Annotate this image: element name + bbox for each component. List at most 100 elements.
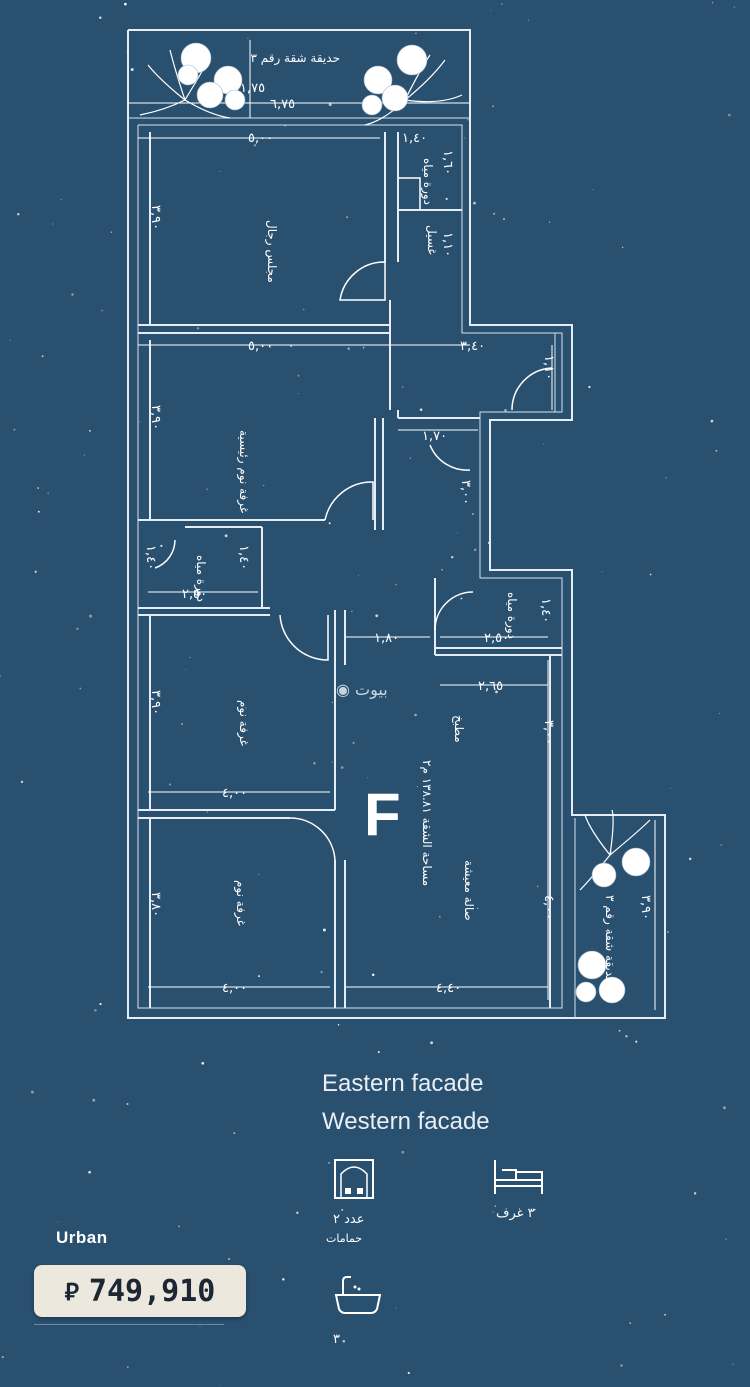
star: [290, 345, 292, 348]
star: [206, 811, 208, 813]
master-bedroom-label: غرفة نوم رئيسية: [236, 430, 251, 513]
star: [457, 532, 459, 534]
flowers-side: [575, 847, 651, 1004]
dim-hall-w: ١,٨٠: [374, 631, 399, 646]
bed-icon: [494, 1160, 543, 1194]
star: [501, 3, 503, 5]
star: [178, 1225, 180, 1228]
star: [460, 597, 463, 600]
dim-master-w: ٥,٠٠: [248, 339, 273, 354]
star: [725, 1238, 727, 1240]
star: [346, 216, 349, 219]
star: [196, 327, 200, 330]
star: [342, 1339, 346, 1343]
star: [220, 1384, 222, 1386]
star: [199, 1326, 201, 1328]
star: [94, 1009, 97, 1012]
star: [492, 1211, 494, 1213]
star: [377, 1051, 380, 1054]
star: [328, 522, 331, 525]
star: [168, 783, 172, 786]
kitchen-label: مطبخ: [452, 715, 466, 743]
star: [47, 492, 49, 494]
star: [320, 970, 323, 974]
star: [233, 1132, 236, 1135]
dim-majlis-w: ٥,٠٠: [248, 131, 273, 146]
bathtub-icon: [334, 1276, 382, 1314]
star: [328, 103, 332, 107]
window-plant-icon: [334, 1159, 374, 1199]
star: [502, 218, 506, 221]
dim-laundry-h: ١,١٠: [440, 232, 455, 257]
star: [126, 1366, 129, 1368]
dim-bath-small-h: ١,٤٠: [143, 545, 158, 570]
star: [351, 610, 353, 613]
star: [592, 188, 594, 191]
star: [41, 355, 44, 358]
star: [347, 347, 350, 350]
star: [297, 374, 300, 377]
star: [723, 1106, 726, 1110]
star: [618, 1029, 621, 1032]
rooms-count-sub: حمامات: [326, 1232, 363, 1245]
plant-top-left: [139, 49, 231, 119]
star: [89, 430, 91, 432]
star: [224, 534, 228, 538]
star: [414, 713, 417, 717]
dim-bed2-w: ٤,٠٠: [222, 981, 247, 996]
star: [340, 766, 344, 769]
star: [83, 454, 86, 456]
star: [720, 844, 722, 846]
star: [693, 1192, 697, 1195]
dim-bath-top-h: ١,٦٠: [440, 150, 455, 175]
star: [450, 555, 454, 559]
star: [371, 973, 375, 977]
star: [71, 293, 74, 296]
star: [472, 513, 474, 515]
star: [124, 2, 127, 6]
star: [126, 1102, 129, 1106]
star: [625, 1035, 628, 1038]
star: [263, 485, 265, 486]
star: [407, 1371, 410, 1375]
star: [467, 118, 469, 121]
dim-entry-h: ٣,٠٠: [458, 480, 473, 505]
star: [99, 1003, 102, 1006]
dim-living-w: ٤,٤٠: [436, 981, 461, 996]
star: [76, 627, 79, 631]
flowers-top-right: [361, 44, 428, 116]
star: [670, 787, 672, 789]
star: [445, 197, 448, 201]
star: [37, 487, 39, 489]
star: [477, 907, 479, 909]
dim-bath-small-h2: ١,٤٠: [236, 545, 251, 570]
star: [416, 786, 418, 788]
star: [201, 1061, 205, 1065]
star: [715, 449, 718, 452]
star: [711, 1, 714, 4]
star: [88, 1170, 91, 1174]
dim-living-h: ٤,٠٠: [541, 895, 556, 920]
star: [257, 975, 261, 978]
baths-label: ٣: [333, 1332, 340, 1347]
price-tag[interactable]: ⃁ 749,910: [34, 1265, 246, 1317]
star: [296, 1211, 299, 1215]
outer-wall: [127, 29, 666, 1019]
star: [189, 657, 191, 659]
star: [337, 1024, 340, 1026]
star: [688, 857, 692, 861]
star: [438, 915, 441, 918]
star: [710, 419, 714, 423]
star: [180, 722, 184, 725]
star: [601, 571, 603, 573]
star: [527, 19, 529, 21]
star: [258, 873, 260, 875]
star: [629, 1322, 632, 1324]
star: [665, 477, 667, 479]
star: [375, 614, 379, 618]
star: [79, 687, 82, 690]
bath-small-label: دورة مياه: [193, 555, 208, 602]
star: [401, 386, 404, 388]
bath-right-label: دورة مياه: [504, 592, 519, 639]
star: [543, 443, 545, 445]
